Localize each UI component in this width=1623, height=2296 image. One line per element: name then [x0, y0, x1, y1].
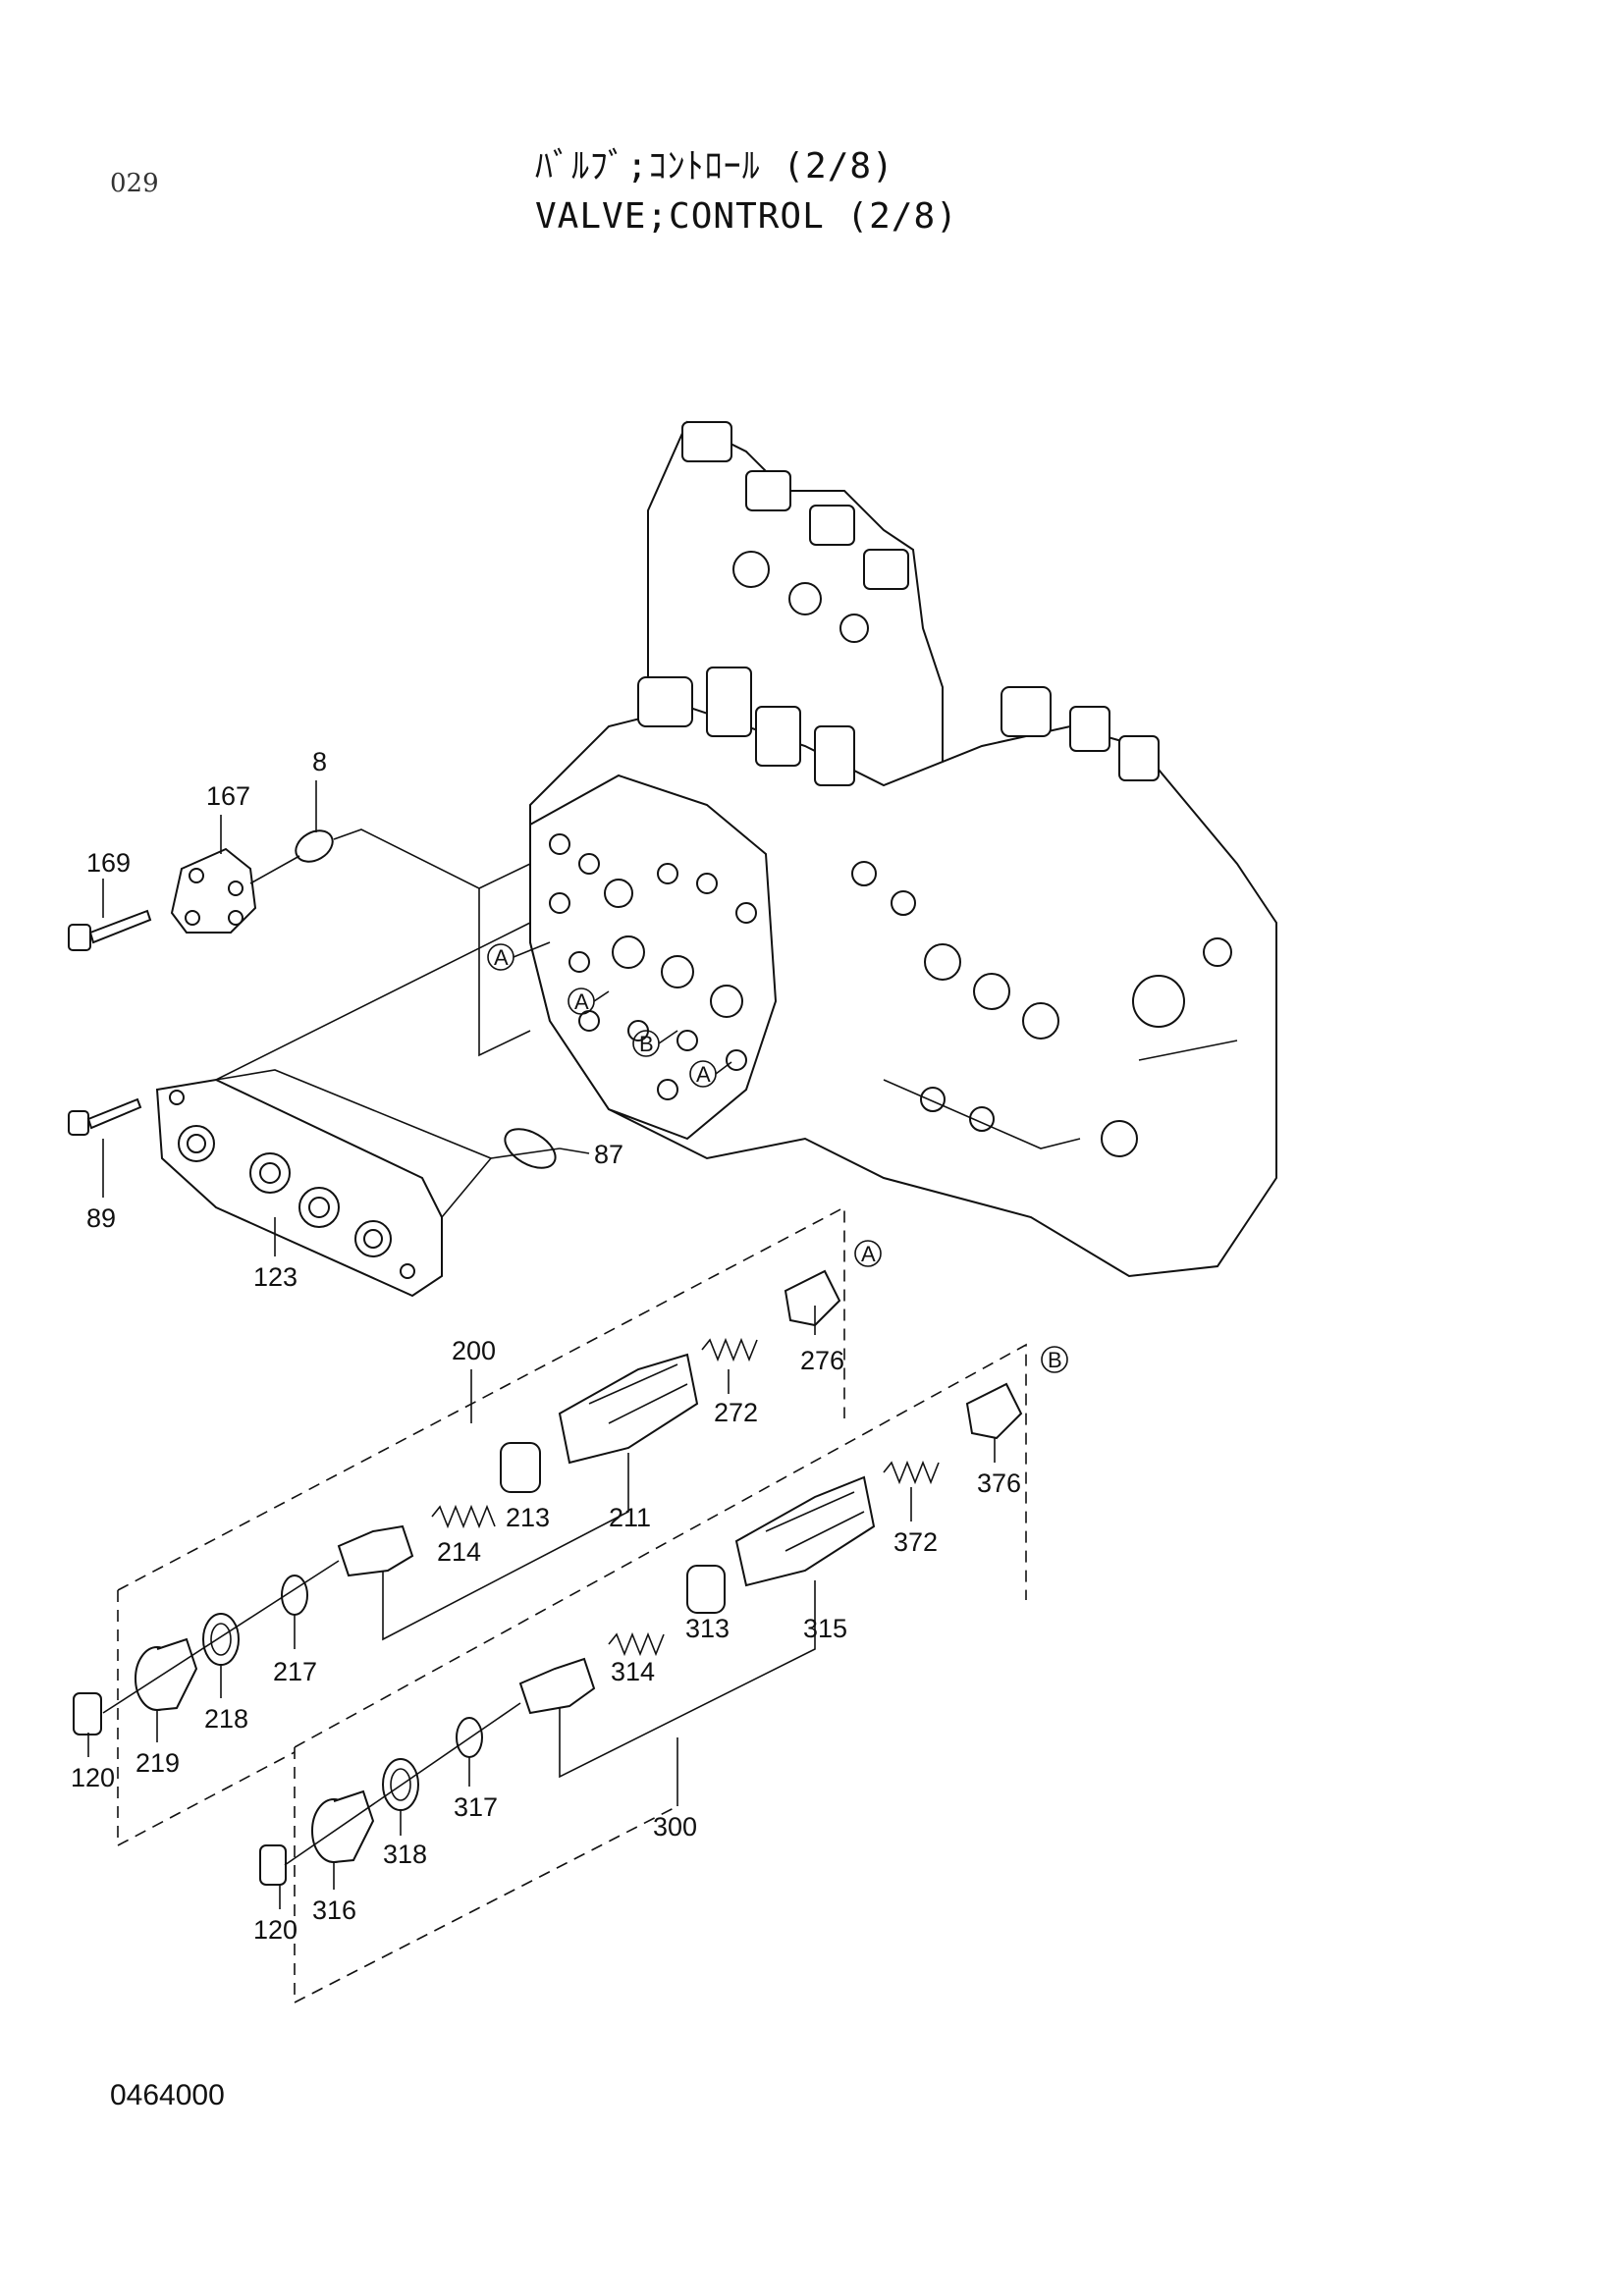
callout-276: 276 [800, 1346, 844, 1375]
callout-219: 219 [135, 1748, 180, 1778]
svg-text:A: A [574, 989, 589, 1014]
callout-315: 315 [803, 1614, 847, 1643]
svg-text:A: A [861, 1242, 876, 1266]
callout-169: 169 [86, 848, 131, 878]
callout-318: 318 [383, 1840, 427, 1869]
o-ring-8 [295, 829, 334, 863]
ref-mark-b-top: B [1041, 1346, 1068, 1373]
ref-mark-a-1: A [487, 943, 514, 971]
callout-314: 314 [611, 1657, 655, 1686]
cover-plate-123 [155, 1069, 493, 1298]
callout-200: 200 [452, 1336, 496, 1365]
svg-text:B: B [639, 1032, 654, 1056]
drawing-code: 0464000 [110, 2079, 225, 2111]
callout-167: 167 [206, 781, 250, 811]
assembly-200-outline [117, 1205, 845, 1847]
callout-213: 213 [506, 1503, 550, 1532]
callout-217: 217 [273, 1657, 317, 1686]
o-ring-87 [504, 1128, 557, 1169]
callout-218: 218 [204, 1704, 248, 1734]
callout-120-lower: 120 [253, 1915, 298, 1945]
page-number: 029 [110, 169, 159, 198]
callout-272: 272 [714, 1398, 758, 1427]
title-japanese: ﾊﾞﾙﾌﾞ;ｺﾝﾄﾛｰﾙ (2/8) [535, 146, 894, 187]
svg-text:B: B [1048, 1348, 1062, 1372]
callout-87: 87 [594, 1140, 623, 1169]
callout-300: 300 [653, 1812, 697, 1842]
control-valve-body [529, 420, 1277, 1278]
callout-8: 8 [312, 747, 327, 776]
callout-120-upper: 120 [71, 1763, 115, 1792]
callout-313: 313 [685, 1614, 730, 1643]
spool-assembly-200-parts [73, 1269, 841, 1735]
flange-cover-167 [170, 847, 257, 934]
ref-mark-a-top: A [854, 1240, 882, 1267]
assembly-300-outline [294, 1343, 1027, 2004]
bolt-169 [68, 909, 152, 951]
callout-123: 123 [253, 1262, 298, 1292]
title-english: VALVE;CONTROL (2/8) [535, 196, 958, 237]
svg-text:A: A [696, 1062, 711, 1087]
callout-211: 211 [609, 1503, 651, 1532]
bolt-89 [68, 1097, 142, 1136]
svg-text:A: A [494, 945, 509, 970]
callout-214: 214 [437, 1537, 481, 1567]
callout-372: 372 [893, 1527, 938, 1557]
callout-317: 317 [454, 1792, 498, 1822]
callout-376: 376 [977, 1468, 1021, 1498]
spool-assembly-300-parts [259, 1382, 1023, 1886]
callout-316: 316 [312, 1896, 356, 1925]
callout-89: 89 [86, 1203, 116, 1233]
